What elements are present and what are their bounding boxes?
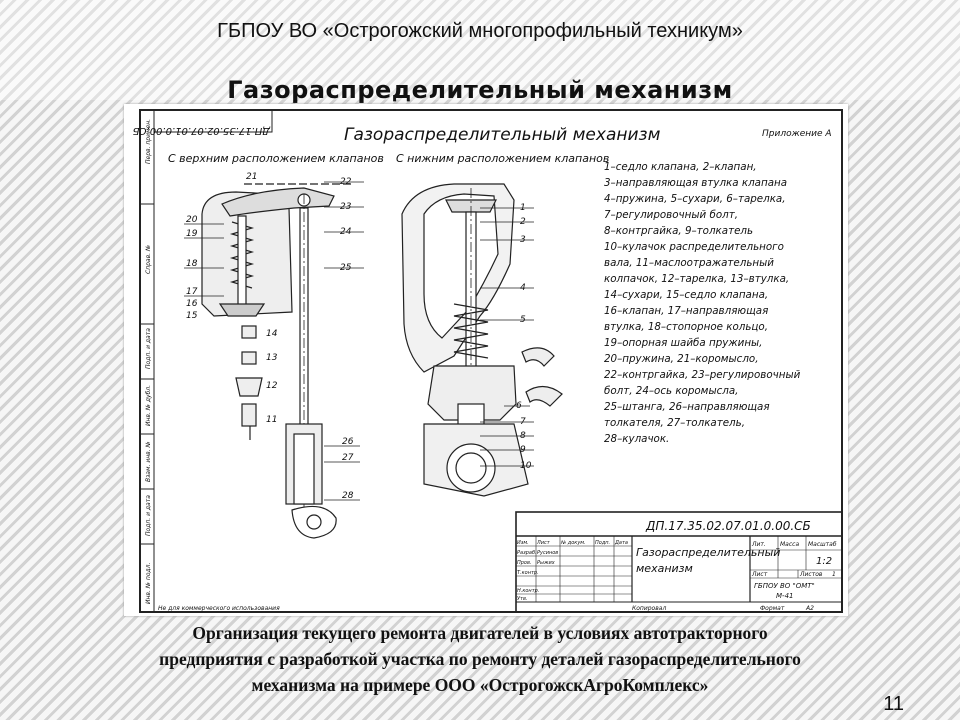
part-label: 18 — [186, 259, 198, 269]
part-label: 26 — [342, 437, 354, 447]
bottom-note: Не для коммерческого использования — [158, 605, 280, 612]
part-label: 13 — [266, 353, 278, 363]
legend-line: 14–сухари, 15–седло клапана, — [604, 289, 768, 301]
slide-number: 11 — [883, 693, 904, 715]
stamp-cell: Листов — [799, 571, 823, 578]
legend-line: 10–кулачок распределительного — [604, 241, 784, 253]
stamp-cell: № докум. — [560, 540, 586, 546]
left-part-labels: 21 22 23 24 25 20 19 18 17 16 15 14 13 1… — [184, 172, 364, 501]
stamp-cell: А2 — [805, 605, 814, 612]
part-label: 19 — [186, 229, 198, 239]
side-box-text: Перв. примен. — [145, 119, 152, 164]
rotated-code-box — [153, 109, 273, 133]
part-label: 28 — [342, 491, 354, 501]
part-label: 15 — [186, 311, 198, 321]
stamp-cell: Масштаб — [808, 541, 837, 548]
side-box-text: Инв. № подл. — [145, 563, 152, 604]
part-label: 16 — [186, 299, 198, 309]
legend-line: колпачок, 12–тарелка, 13–втулка, — [604, 273, 789, 285]
top-band — [0, 0, 960, 100]
stamp-cell: Изм. — [517, 540, 529, 546]
legend-line: 4–пружина, 5–сухари, 6–тарелка, — [604, 193, 786, 205]
right-part-labels: 1 2 3 4 5 6 7 8 9 10 — [480, 203, 534, 471]
stamp-cell: Рыжих — [537, 560, 555, 566]
part-label: 20 — [186, 215, 198, 225]
stamp-cell: Масса — [780, 541, 799, 548]
slide-title: Газораспределительный механизм — [227, 76, 733, 104]
drawing-frame — [139, 109, 843, 613]
legend-line: толкателя, 27–толкатель, — [604, 417, 745, 429]
legend-line: втулка, 18–стопорное кольцо, — [604, 321, 768, 333]
stamp-cell: Лист — [751, 571, 768, 578]
stamp-cell: Н.контр. — [517, 588, 539, 594]
legend-line: болт, 24–ось коромысла, — [604, 385, 738, 397]
legend-line: 3–направляющая втулка клапана — [604, 177, 787, 189]
parts-legend: 1–седло клапана, 2–клапан, 3–направляюща… — [604, 161, 801, 445]
drawing-sheet: Перв. примен. Справ. № Подп. и дата Инв.… — [124, 104, 848, 616]
left-view-title: С верхним расположением клапанов — [168, 152, 384, 165]
side-box-text: Подп. и дата — [145, 495, 152, 536]
stamp-cell: Подп. — [595, 540, 610, 546]
part-label: 14 — [266, 329, 278, 339]
stamp-code: ДП.17.35.02.07.01.0.00.СБ — [645, 519, 811, 533]
legend-line: 16–клапан, 17–направляющая — [604, 305, 768, 317]
legend-line: 25–штанга, 26–направляющая — [604, 401, 770, 413]
legend-line: 28–кулачок. — [604, 433, 669, 445]
slide-caption: Организация текущего ремонта двигателей … — [30, 620, 930, 698]
legend-line: 20–пружина, 21–коромысло, — [604, 353, 759, 365]
part-label: 11 — [266, 415, 277, 425]
side-box-text: Справ. № — [145, 245, 152, 274]
stamp-cell: 1 — [832, 571, 836, 578]
stamp-name: механизм — [636, 562, 693, 575]
organization-header: ГБПОУ ВО «Острогожский многопрофильный т… — [217, 20, 743, 42]
stamp-cell: Дата — [614, 540, 628, 546]
side-box-text: Инв. № дубл. — [145, 385, 152, 426]
caption-line: Организация текущего ремонта двигателей … — [192, 623, 768, 643]
stamp-cell: Лист — [536, 540, 551, 546]
legend-line: 1–седло клапана, 2–клапан, — [604, 161, 757, 173]
drawing-heading: Газораспределительный механизм — [344, 125, 661, 145]
part-label: 21 — [246, 172, 257, 182]
right-view-title: С нижним расположением клапанов — [396, 152, 609, 165]
stamp-cell: Утв. — [517, 596, 528, 602]
side-box-text: Подп. и дата — [145, 328, 152, 369]
stamp-org: М-41 — [776, 592, 793, 600]
title-block — [515, 511, 843, 613]
overhead-valve-mechanism — [201, 183, 354, 539]
caption-line: предприятия с разработкой участка по рем… — [159, 649, 801, 669]
stamp-cell: Копировал — [632, 605, 666, 612]
rotated-code: ДП.17.35.02.07.01.0.00.СБ — [133, 125, 271, 136]
part-label: 17 — [186, 287, 198, 297]
stamp-cell: Русинов — [537, 550, 558, 556]
legend-line: 8–контргайка, 9–толкатель — [604, 225, 753, 237]
stamp-cell: Формат — [760, 605, 785, 612]
side-box-text: Взам. инв. № — [145, 441, 152, 482]
stamp-cell: Т.контр. — [517, 570, 539, 576]
stamp-cell: Лит. — [751, 541, 766, 548]
stamp-scale: 1:2 — [816, 556, 832, 567]
legend-line: 19–опорная шайба пружины, — [604, 337, 762, 349]
legend-line: 7–регулировочный болт, — [604, 209, 738, 221]
stamp-cell: Пров. — [517, 560, 532, 566]
stamp-name: Газораспределительный — [636, 546, 780, 559]
legend-line: 22–контргайка, 23–регулировочный — [604, 369, 801, 381]
appendix-label: Приложение А — [762, 129, 832, 139]
technical-drawing: Перв. примен. Справ. № Подп. и дата Инв.… — [133, 109, 843, 613]
side-valve-mechanism — [401, 183, 563, 497]
title-block-text: ДП.17.35.02.07.01.0.00.СБ Газораспредели… — [517, 519, 837, 612]
stamp-cell: Разраб. — [517, 550, 537, 556]
stamp-org: ГБПОУ ВО "ОМТ" — [754, 582, 815, 590]
part-label: 27 — [342, 453, 354, 463]
part-label: 12 — [266, 381, 278, 391]
caption-line: механизма на примере ООО «ОстрогожскАгро… — [251, 675, 709, 695]
legend-line: вала, 11–маслоотражательный — [604, 257, 774, 269]
